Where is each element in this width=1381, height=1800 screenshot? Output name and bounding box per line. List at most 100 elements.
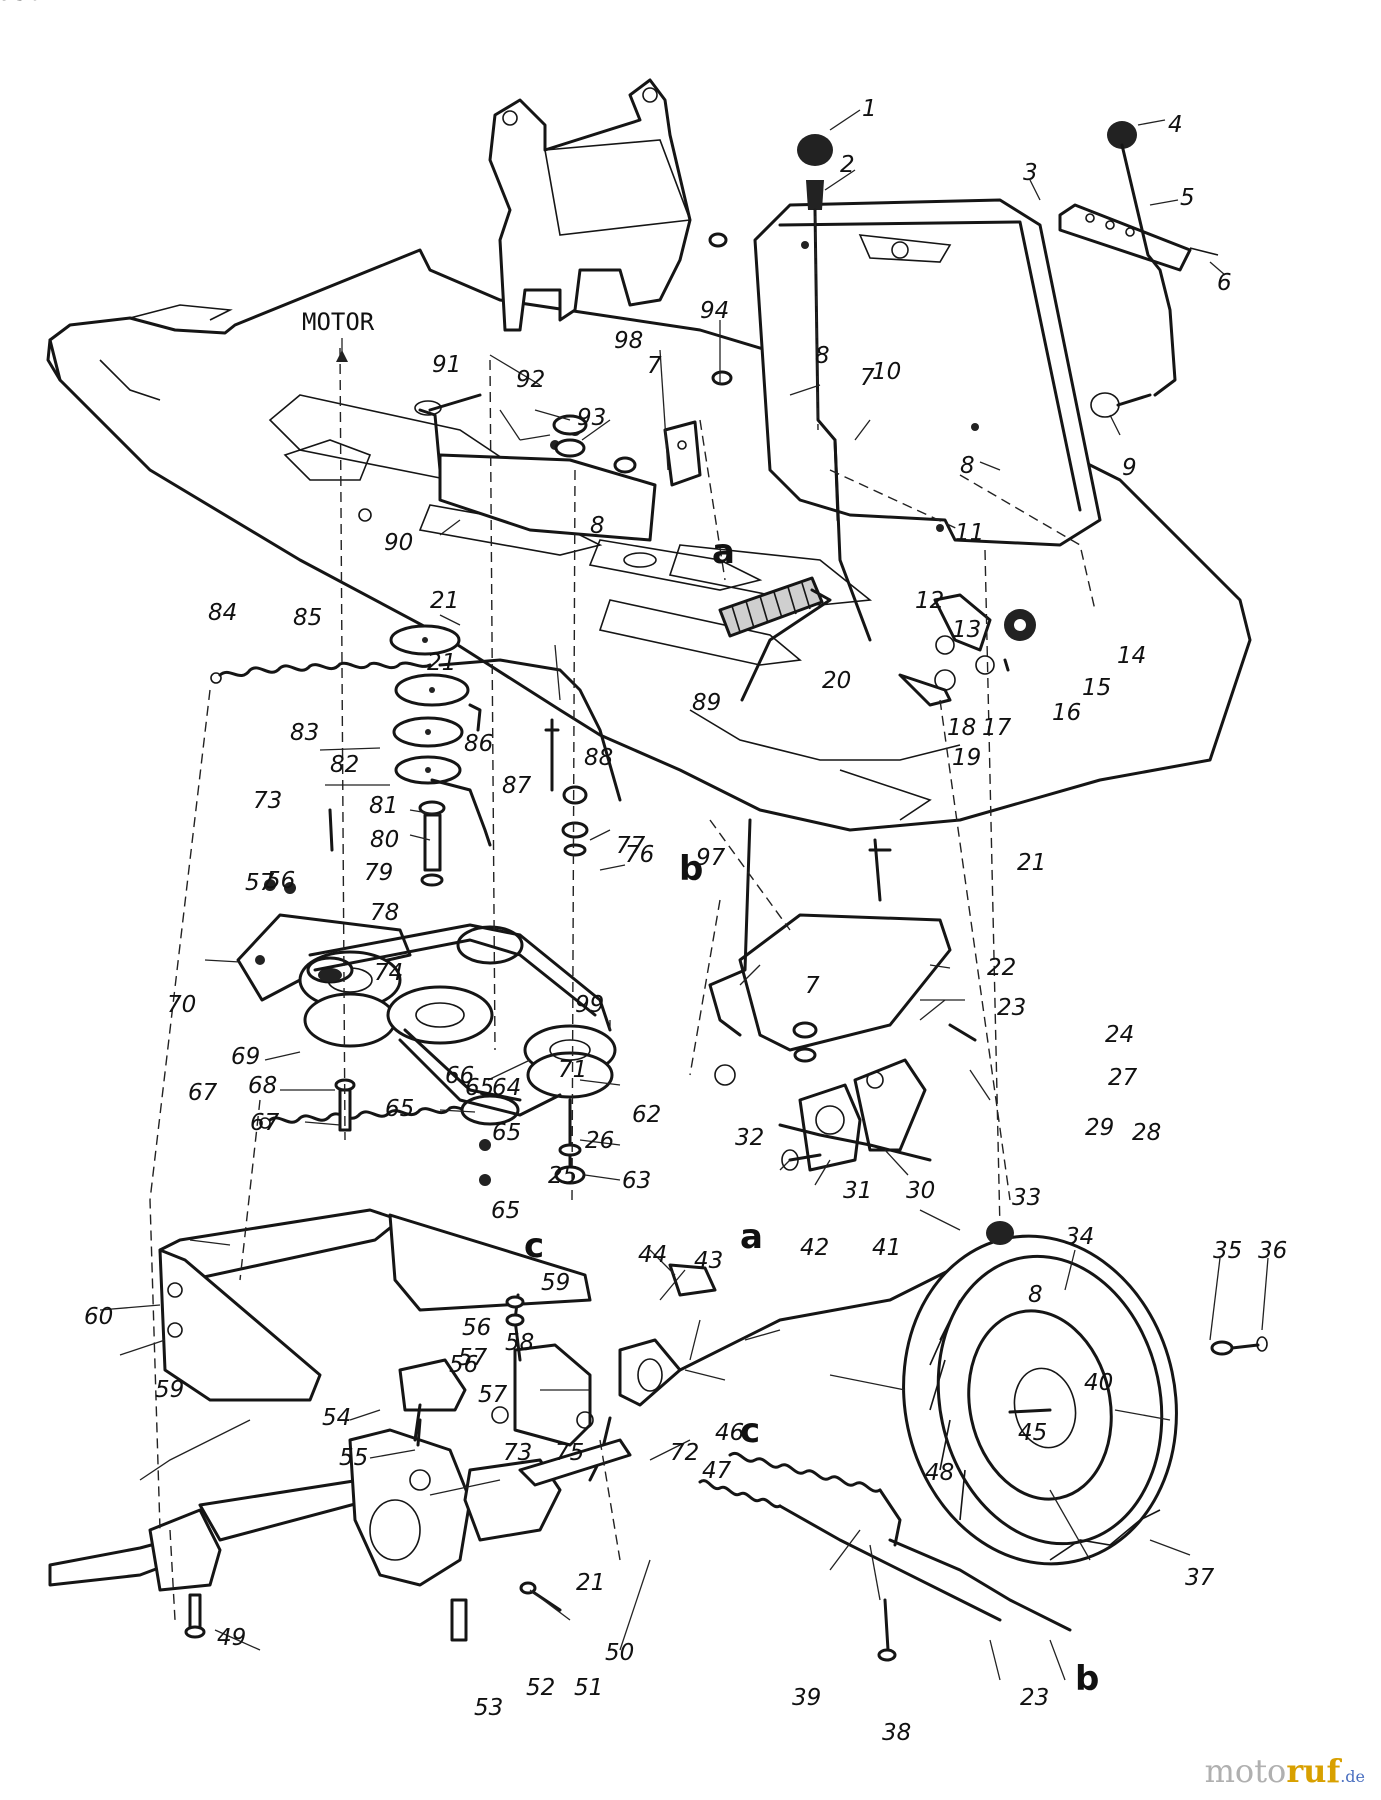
part-number-label: 42 xyxy=(800,1235,829,1261)
watermark-part3: .de xyxy=(1340,1767,1365,1786)
part-number-label: 92 xyxy=(516,367,545,393)
watermark-part2: ruf xyxy=(1286,1752,1341,1790)
part-number-label: 62 xyxy=(632,1102,661,1128)
part-number-label: 49 xyxy=(217,1625,246,1651)
plate-93 xyxy=(414,393,657,542)
part-number-label: 45 xyxy=(1018,1420,1047,1446)
part-number-label: 44 xyxy=(638,1242,667,1268)
part-number-label: 99 xyxy=(575,992,604,1018)
part-number-label: 87 xyxy=(502,773,532,799)
bracket-62 xyxy=(158,1208,592,1402)
lever-bracket xyxy=(1058,121,1219,418)
reference-letter-label: b xyxy=(1075,1659,1099,1699)
spring-87 xyxy=(210,658,622,802)
part-number-label: 88 xyxy=(584,745,613,771)
part-number-label: 56 xyxy=(462,1315,491,1341)
part-number-label: 65 xyxy=(491,1198,520,1224)
part-number-label: 35 xyxy=(1213,1238,1242,1264)
part-number-label: 27 xyxy=(1108,1065,1138,1091)
part-number-label: 66 xyxy=(445,1063,474,1089)
part-number-label: 23 xyxy=(997,995,1026,1021)
seat-bracket xyxy=(488,78,692,332)
part-number-label: 29 xyxy=(1085,1115,1114,1141)
part-number-label: 21 xyxy=(430,588,459,614)
reference-letter-label: a xyxy=(712,532,735,572)
part-number-label: 53 xyxy=(474,1695,503,1721)
part-number-label: 8 xyxy=(815,343,830,369)
part-number-label: 50 xyxy=(605,1640,634,1666)
part-number-label: 7 xyxy=(647,353,662,379)
part-number-label: 19 xyxy=(952,745,981,771)
part-number-label: 30 xyxy=(906,1178,935,1204)
part-number-label: 97 xyxy=(696,845,726,871)
part-number-label: 58 xyxy=(505,1330,534,1356)
part-number-label: 56 xyxy=(449,1352,478,1378)
part-number-label: 78 xyxy=(370,900,399,926)
part-number-label: 71 xyxy=(558,1057,587,1083)
part-number-label: 22 xyxy=(987,955,1016,981)
linkage-28-32 xyxy=(778,1058,932,1172)
part-number-label: 83 xyxy=(290,720,319,746)
part-number-label: 21 xyxy=(576,1570,605,1596)
part-number-label: 10 xyxy=(872,359,901,385)
part-number-label: 91 xyxy=(432,352,461,378)
part-number-label: 3 xyxy=(1023,160,1038,186)
part-number-label: 86 xyxy=(464,731,493,757)
spring-39 xyxy=(698,1479,1002,1622)
part-number-label: 1 xyxy=(862,96,877,122)
part-number-label: 46 xyxy=(715,1420,744,1446)
rod-23 xyxy=(877,1538,1072,1662)
pulley-stack xyxy=(389,624,492,847)
part-number-label: 54 xyxy=(322,1405,351,1431)
part-number-label: 48 xyxy=(925,1460,954,1486)
part-number-label: 40 xyxy=(1084,1370,1113,1396)
part-number-label: 43 xyxy=(694,1248,723,1274)
part-number-label: 15 xyxy=(1082,675,1111,701)
part-number-label: 7 xyxy=(805,973,820,999)
reference-letter-label: a xyxy=(740,1217,763,1257)
part-number-label: 21 xyxy=(1017,850,1046,876)
spring-68 xyxy=(259,1104,482,1129)
part-number-label: 56 xyxy=(266,868,295,894)
part-number-label: 89 xyxy=(692,690,721,716)
part-number-label: 20 xyxy=(822,668,851,694)
part-number-label: 67 xyxy=(250,1110,280,1136)
part-number-label: 67 xyxy=(188,1080,218,1106)
part-number-label: 5 xyxy=(1180,185,1195,211)
part-number-label: 101 xyxy=(0,0,44,6)
part-number-label: 37 xyxy=(1185,1565,1215,1591)
watermark: motoruf.de xyxy=(1205,1752,1365,1790)
part-number-label: 25 xyxy=(548,1163,577,1189)
wheel xyxy=(902,1221,1268,1566)
part-number-label: 80 xyxy=(370,827,399,853)
motor-label: MOTOR xyxy=(302,308,375,336)
part-number-label: 21 xyxy=(427,650,456,676)
spring-48 xyxy=(728,1451,902,1547)
part-number-label: 47 xyxy=(702,1458,732,1484)
part-number-label: 9 xyxy=(1122,455,1137,481)
reference-letter-label: c xyxy=(740,1411,760,1451)
part-number-label: 63 xyxy=(622,1168,651,1194)
part-number-label: 8 xyxy=(960,453,975,479)
part-number-label: 38 xyxy=(882,1720,911,1746)
part-number-label: 28 xyxy=(1132,1120,1161,1146)
part-number-label: 57 xyxy=(245,870,275,896)
part-number-label: 57 xyxy=(478,1382,508,1408)
part-number-label: 41 xyxy=(872,1235,901,1261)
part-number-label: 69 xyxy=(231,1044,260,1070)
part-number-label: 12 xyxy=(915,588,944,614)
part-number-label: 73 xyxy=(503,1440,532,1466)
part-number-label: 72 xyxy=(670,1440,699,1466)
part-number-label: 70 xyxy=(167,992,196,1018)
part-number-label: 76 xyxy=(625,842,654,868)
assembly-lines xyxy=(149,199,1096,1621)
part-number-label: 74 xyxy=(374,960,403,986)
console-tower xyxy=(753,198,1102,547)
part-number-label: 55 xyxy=(339,1445,368,1471)
part-number-label: 57 xyxy=(458,1345,488,1371)
part-number-label: 65 xyxy=(465,1075,494,1101)
part-number-label: 2 xyxy=(840,152,855,178)
